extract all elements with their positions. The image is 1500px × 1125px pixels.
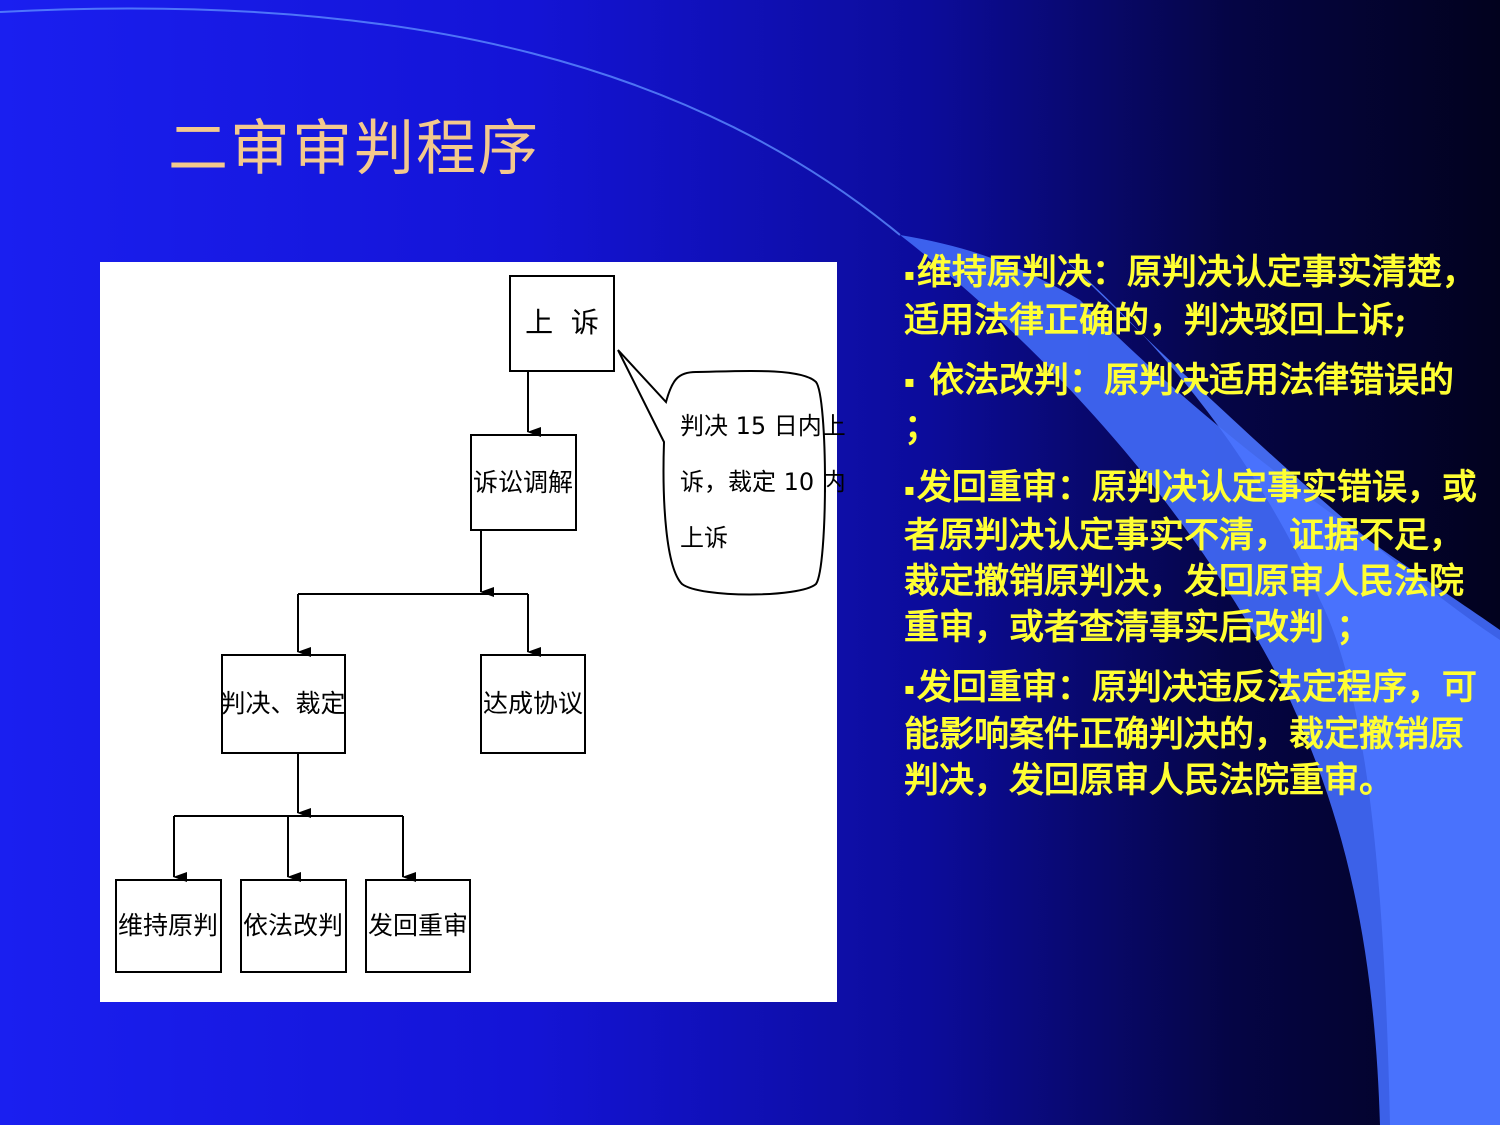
bullet-text: 依法改判：原判决适用法律错误的 ； bbox=[904, 359, 1455, 449]
node-remand-label: 发回重审 bbox=[368, 911, 468, 940]
bullet-text: 维持原判决：原判决认定事实清楚，适用法律正确的，判决驳回上诉; bbox=[904, 252, 1477, 341]
bullet-square-icon: ▪ bbox=[904, 264, 915, 284]
bullet-item: ▪维持原判决：原判决认定事实清楚，适用法律正确的，判决驳回上诉; bbox=[904, 250, 1484, 344]
bullet-text: 发回重审：原判决违反法定程序，可能影响案件正确判决的，裁定撤销原判决，发回原审人… bbox=[904, 666, 1477, 802]
node-mediation-box bbox=[470, 434, 577, 531]
flowchart-panel: 上 诉 诉讼调解 判决、裁定 达成协议 维持原判 依法改判 发回重审 判决 15… bbox=[100, 262, 846, 1002]
bullet-text: 发回重审：原判决认定事实错误，或者原判决认定事实不清，证据不足，裁定撤销原判决，… bbox=[904, 467, 1477, 648]
page-title: 二审审判程序 bbox=[168, 114, 540, 184]
bullet-square-icon: ▪ bbox=[904, 372, 915, 391]
bullet-item: ▪发回重审：原判决认定事实错误，或者原判决认定事实不清，证据不足，裁定撤销原判决… bbox=[904, 465, 1484, 651]
bullet-list: ▪维持原判决：原判决认定事实清楚，适用法律正确的，判决驳回上诉; ▪ 依法改判：… bbox=[904, 250, 1484, 818]
callout-line-2: 诉，裁定 10 内 bbox=[680, 468, 846, 496]
callout-line-3: 上诉 bbox=[680, 524, 728, 552]
node-remand-box bbox=[365, 879, 471, 973]
callout-line-1: 判决 15 日内上 bbox=[680, 412, 846, 440]
flowchart: 上 诉 诉讼调解 判决、裁定 达成协议 维持原判 依法改判 发回重审 判决 15… bbox=[115, 275, 846, 973]
node-appeal-label: 上 诉 bbox=[525, 306, 599, 339]
node-agreement-label: 达成协议 bbox=[483, 689, 583, 718]
bullet-square-icon: ▪ bbox=[904, 479, 915, 499]
bullet-item: ▪发回重审：原判决违反法定程序，可能影响案件正确判决的，裁定撤销原判决，发回原审… bbox=[904, 665, 1484, 805]
node-uphold-box bbox=[115, 879, 222, 973]
node-revise-label: 依法改判 bbox=[243, 911, 343, 940]
callout-bubble bbox=[617, 349, 826, 596]
node-uphold-label: 维持原判 bbox=[118, 911, 218, 940]
node-judgment-label: 判决、裁定 bbox=[220, 689, 345, 718]
node-judgment-box bbox=[221, 654, 346, 754]
node-appeal-box bbox=[509, 275, 615, 372]
node-mediation-label: 诉讼调解 bbox=[473, 468, 573, 497]
bullet-item: ▪ 依法改判：原判决适用法律错误的 ； bbox=[904, 358, 1484, 452]
bullet-square-icon: ▪ bbox=[904, 679, 915, 698]
